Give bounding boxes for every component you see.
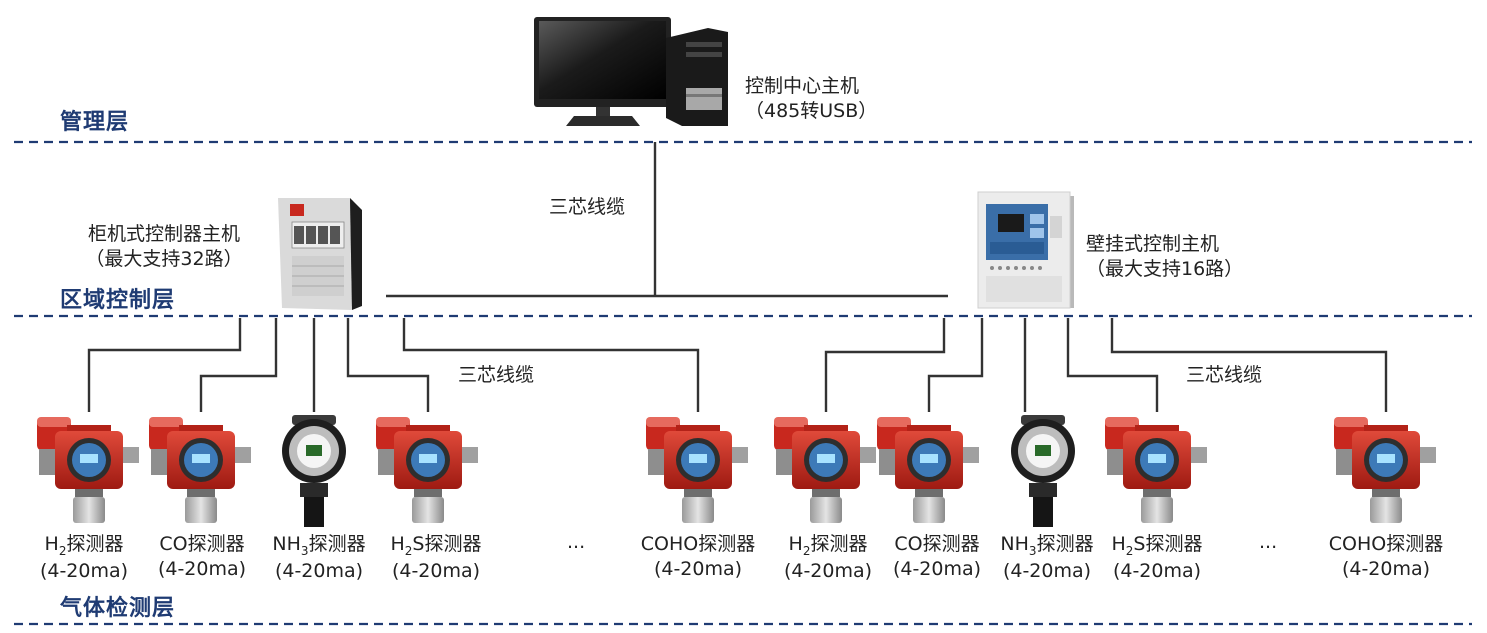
wire-coho-b	[1110, 318, 1388, 412]
wire-h2s-a	[346, 318, 430, 412]
layer-title-regional: 区域控制层	[60, 288, 176, 313]
detector-co-2-icon	[877, 417, 979, 523]
pc-name: 控制中心主机	[745, 75, 860, 97]
wall-note: （最大支持16路）	[1086, 258, 1244, 280]
layer-separators	[14, 140, 1472, 626]
layer-title-management: 管理层	[60, 110, 130, 135]
layer-title-detection: 气体检测层	[60, 596, 176, 621]
cable-label-trunk: 三芯线缆	[549, 196, 626, 218]
detector-label-h2s-2: H2S探测器 (4-20ma)	[1111, 533, 1203, 582]
ellipsis-left: ...	[567, 531, 586, 553]
pc-label: 控制中心主机 （485转USB）	[745, 74, 877, 124]
cable-label-right: 三芯线缆	[1186, 364, 1263, 386]
cabinet-controller-icon	[278, 198, 362, 310]
detector-label-nh3-2: NH3探测器 (4-20ma)	[1000, 533, 1094, 582]
detector-label-nh3-1: NH3探测器 (4-20ma)	[272, 533, 366, 582]
detector-co-1-icon	[149, 417, 251, 523]
pc-note: （485转USB）	[745, 100, 878, 122]
detector-h2s-2-icon	[1105, 417, 1207, 523]
detector-label-co-2: CO探测器 (4-20ma)	[892, 533, 982, 580]
detector-coho-2-icon	[1334, 417, 1436, 523]
detector-nh3-1-icon	[282, 415, 346, 527]
cabinet-name: 柜机式控制器主机	[87, 223, 240, 245]
detector-label-h2-2: H2探测器 (4-20ma)	[783, 533, 873, 582]
wire-coho-a	[402, 318, 700, 412]
wall-label: 壁挂式控制主机 （最大支持16路）	[1086, 232, 1243, 282]
cabinet-note: （最大支持32路）	[85, 248, 243, 270]
wall-name: 壁挂式控制主机	[1086, 233, 1220, 255]
wire-co-a	[199, 318, 278, 412]
detector-label-h2-1: H2探测器 (4-20ma)	[39, 533, 129, 582]
cable-label-left: 三芯线缆	[458, 364, 535, 386]
wire-h2-b	[824, 318, 946, 412]
detector-label-coho-1: COHO探测器 (4-20ma)	[640, 533, 756, 580]
pc-computer-icon	[534, 17, 728, 126]
detectors	[37, 415, 1436, 527]
detector-label-coho-2: COHO探测器 (4-20ma)	[1328, 533, 1444, 580]
detector-h2-1-icon	[37, 417, 139, 523]
detector-coho-1-icon	[646, 417, 748, 523]
detector-h2s-1-icon	[376, 417, 478, 523]
wire-h2s-b	[1066, 318, 1159, 412]
wiring	[87, 142, 1388, 412]
detector-nh3-2-icon	[1011, 415, 1075, 527]
ellipsis-right: ...	[1259, 531, 1278, 553]
detector-h2-2-icon	[774, 417, 876, 523]
detector-label-h2s-1: H2S探测器 (4-20ma)	[390, 533, 482, 582]
wire-h2-a	[87, 318, 242, 412]
detector-label-co-1: CO探测器 (4-20ma)	[157, 533, 247, 580]
wall-controller-icon	[977, 191, 1074, 309]
wire-co-b	[927, 318, 984, 412]
cabinet-label: 柜机式控制器主机 （最大支持32路）	[64, 222, 264, 272]
